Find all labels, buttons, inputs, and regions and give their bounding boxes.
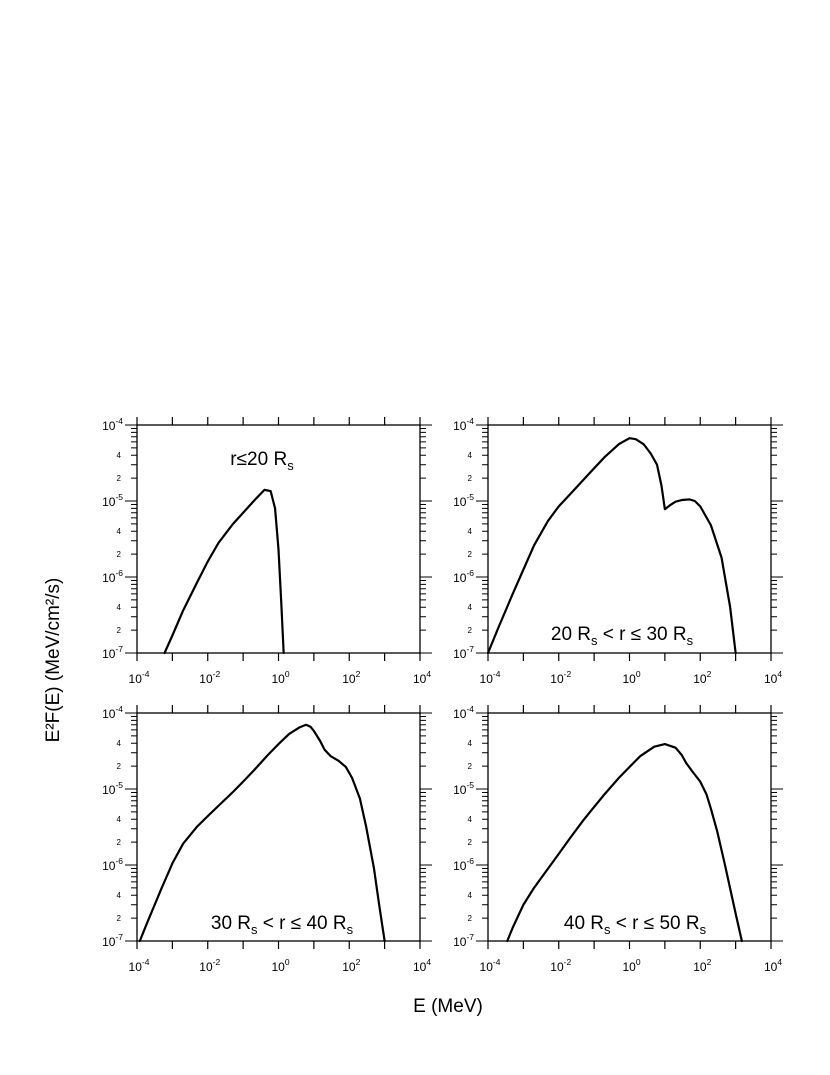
y-minor-tick-label: 2 <box>117 838 122 847</box>
y-tick-label: 10-6 <box>453 856 474 873</box>
y-minor-tick-label: 2 <box>468 762 473 771</box>
panel-annotation: 40 Rs < r ≤ 50 Rs <box>564 913 707 937</box>
y-minor-tick-label: 2 <box>117 474 122 483</box>
x-tick-label: 102 <box>693 957 711 974</box>
spectrum-curve <box>486 437 737 655</box>
y-tick-label: 10-4 <box>102 704 123 721</box>
y-minor-tick-label: 4 <box>468 527 473 536</box>
x-tick-label: 100 <box>622 957 640 974</box>
y-minor-tick-label: 4 <box>117 891 122 900</box>
x-tick-label: 104 <box>764 669 782 686</box>
y-minor-tick-label: 4 <box>117 739 122 748</box>
y-axis-label-text: E²F(E) (MeV/cm²/s) <box>43 578 64 743</box>
panel-2: 10-4 10-2 100 102 104 2 4 2 4 2 4 10-7 10-6 10-5 10-4 2… <box>453 416 783 686</box>
x-tick-label: 100 <box>271 957 289 974</box>
y-minor-tick-label: 4 <box>468 451 473 460</box>
y-minor-tick-label: 2 <box>468 626 473 635</box>
panel-3: 10-4 10-2 100 102 104 2 4 2 4 2 4 10-7 10-6 10-5 10-4 3… <box>102 704 432 974</box>
panel-4: 10-4 10-2 100 102 104 2 4 2 4 2 4 10-7 10-6 10-5 10-4 4… <box>453 704 783 974</box>
plot-frame <box>487 424 772 654</box>
y-tick-label: 10-4 <box>102 416 123 433</box>
y-tick-label: 10-6 <box>453 568 474 585</box>
y-tick-label: 10-7 <box>453 932 474 949</box>
y-tick-label: 10-4 <box>453 416 474 433</box>
y-minor-tick-label: 4 <box>117 451 122 460</box>
x-tick-label: 104 <box>413 669 431 686</box>
panel-annotation: r≤20 Rs <box>230 449 294 473</box>
y-tick-label: 10-7 <box>102 644 123 661</box>
x-tick-label: 10-4 <box>480 957 501 974</box>
y-axis-label: E²F(E) (MeV/cm²/s) <box>43 578 64 743</box>
x-tick-label: 10-2 <box>550 669 571 686</box>
x-tick-label: 102 <box>342 669 360 686</box>
y-tick-label: 10-5 <box>102 780 123 797</box>
x-tick-label: 10-2 <box>550 957 571 974</box>
y-minor-tick-label: 2 <box>468 550 473 559</box>
spectrum-curve <box>163 488 285 655</box>
y-minor-tick-label: 4 <box>468 891 473 900</box>
panel-annotation: 30 Rs < r ≤ 40 Rs <box>211 913 354 937</box>
y-tick-label: 10-6 <box>102 856 123 873</box>
y-minor-tick-label: 2 <box>468 838 473 847</box>
x-tick-label: 102 <box>693 669 711 686</box>
plot-frame <box>136 712 421 942</box>
x-tick-label: 104 <box>764 957 782 974</box>
y-minor-tick-label: 4 <box>117 815 122 824</box>
y-tick-label: 10-5 <box>102 492 123 509</box>
y-minor-tick-label: 4 <box>468 815 473 824</box>
x-tick-label: 100 <box>622 669 640 686</box>
y-tick-label: 10-4 <box>453 704 474 721</box>
y-tick-label: 10-7 <box>453 644 474 661</box>
x-tick-label: 10-4 <box>129 957 150 974</box>
y-minor-tick-label: 2 <box>117 762 122 771</box>
y-minor-tick-label: 2 <box>117 914 122 923</box>
x-tick-label: 10-2 <box>199 957 220 974</box>
x-tick-label: 10-2 <box>199 669 220 686</box>
spectrum-curve <box>138 723 386 943</box>
y-minor-tick-label: 4 <box>468 739 473 748</box>
y-minor-tick-label: 4 <box>117 527 122 536</box>
y-tick-label: 10-5 <box>453 492 474 509</box>
x-axis-label: E (MeV) <box>413 996 483 1017</box>
panel-1: 10-4 10-2 100 102 104 2 4 2 4 2 4 10-7 10-6 10-5 10-4 r… <box>102 416 432 686</box>
x-tick-label: 10-4 <box>480 669 501 686</box>
y-tick-label: 10-7 <box>102 932 123 949</box>
y-minor-tick-label: 2 <box>468 474 473 483</box>
x-tick-label: 102 <box>342 957 360 974</box>
spectrum-curve <box>506 742 743 943</box>
y-tick-label: 10-5 <box>453 780 474 797</box>
panels: 10-4 10-2 100 102 104 2 4 2 4 2 4 10-7 10-6 10-5 10-4 r… <box>102 416 783 974</box>
x-tick-label: 100 <box>271 669 289 686</box>
y-minor-tick-label: 4 <box>117 603 122 612</box>
y-minor-tick-label: 2 <box>468 914 473 923</box>
y-minor-tick-label: 2 <box>117 550 122 559</box>
y-minor-tick-label: 2 <box>117 626 122 635</box>
y-minor-tick-label: 4 <box>468 603 473 612</box>
panel-annotation: 20 Rs < r ≤ 30 Rs <box>551 624 694 648</box>
x-tick-label: 10-4 <box>129 669 150 686</box>
x-tick-label: 104 <box>413 957 431 974</box>
y-tick-label: 10-6 <box>102 568 123 585</box>
plot-frame <box>487 712 772 942</box>
